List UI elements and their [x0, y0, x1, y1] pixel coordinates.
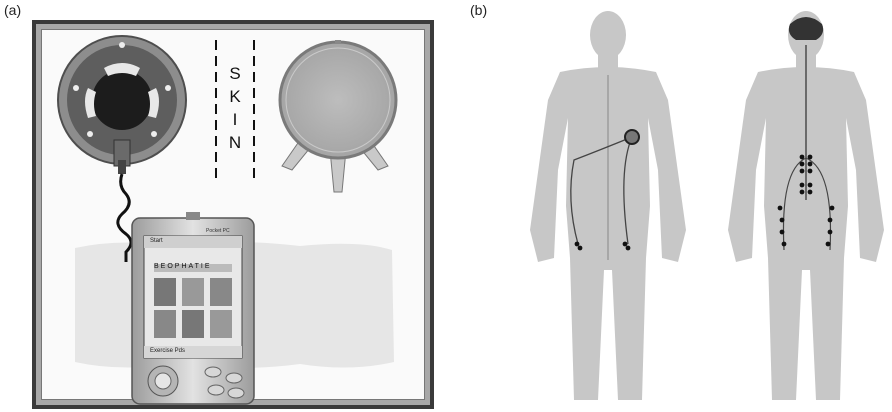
pda-top-right-text: Pocket PC — [206, 228, 230, 234]
skin-letter: N — [225, 133, 245, 153]
pda-app-title: BEOPHATIE — [154, 263, 212, 270]
skin-letter: K — [225, 87, 245, 107]
human-front-icon — [530, 11, 686, 400]
electrode-top-icon — [58, 36, 186, 174]
stimulator-icon — [625, 130, 639, 144]
skin-letter: I — [225, 110, 245, 130]
electrode-bottom-icon — [280, 40, 396, 192]
pda-bottom-text: Exercise Pds — [150, 348, 185, 354]
human-back-icon — [728, 11, 884, 400]
pda-menu-text: Start — [150, 238, 163, 244]
skin-letter: S — [225, 64, 245, 84]
